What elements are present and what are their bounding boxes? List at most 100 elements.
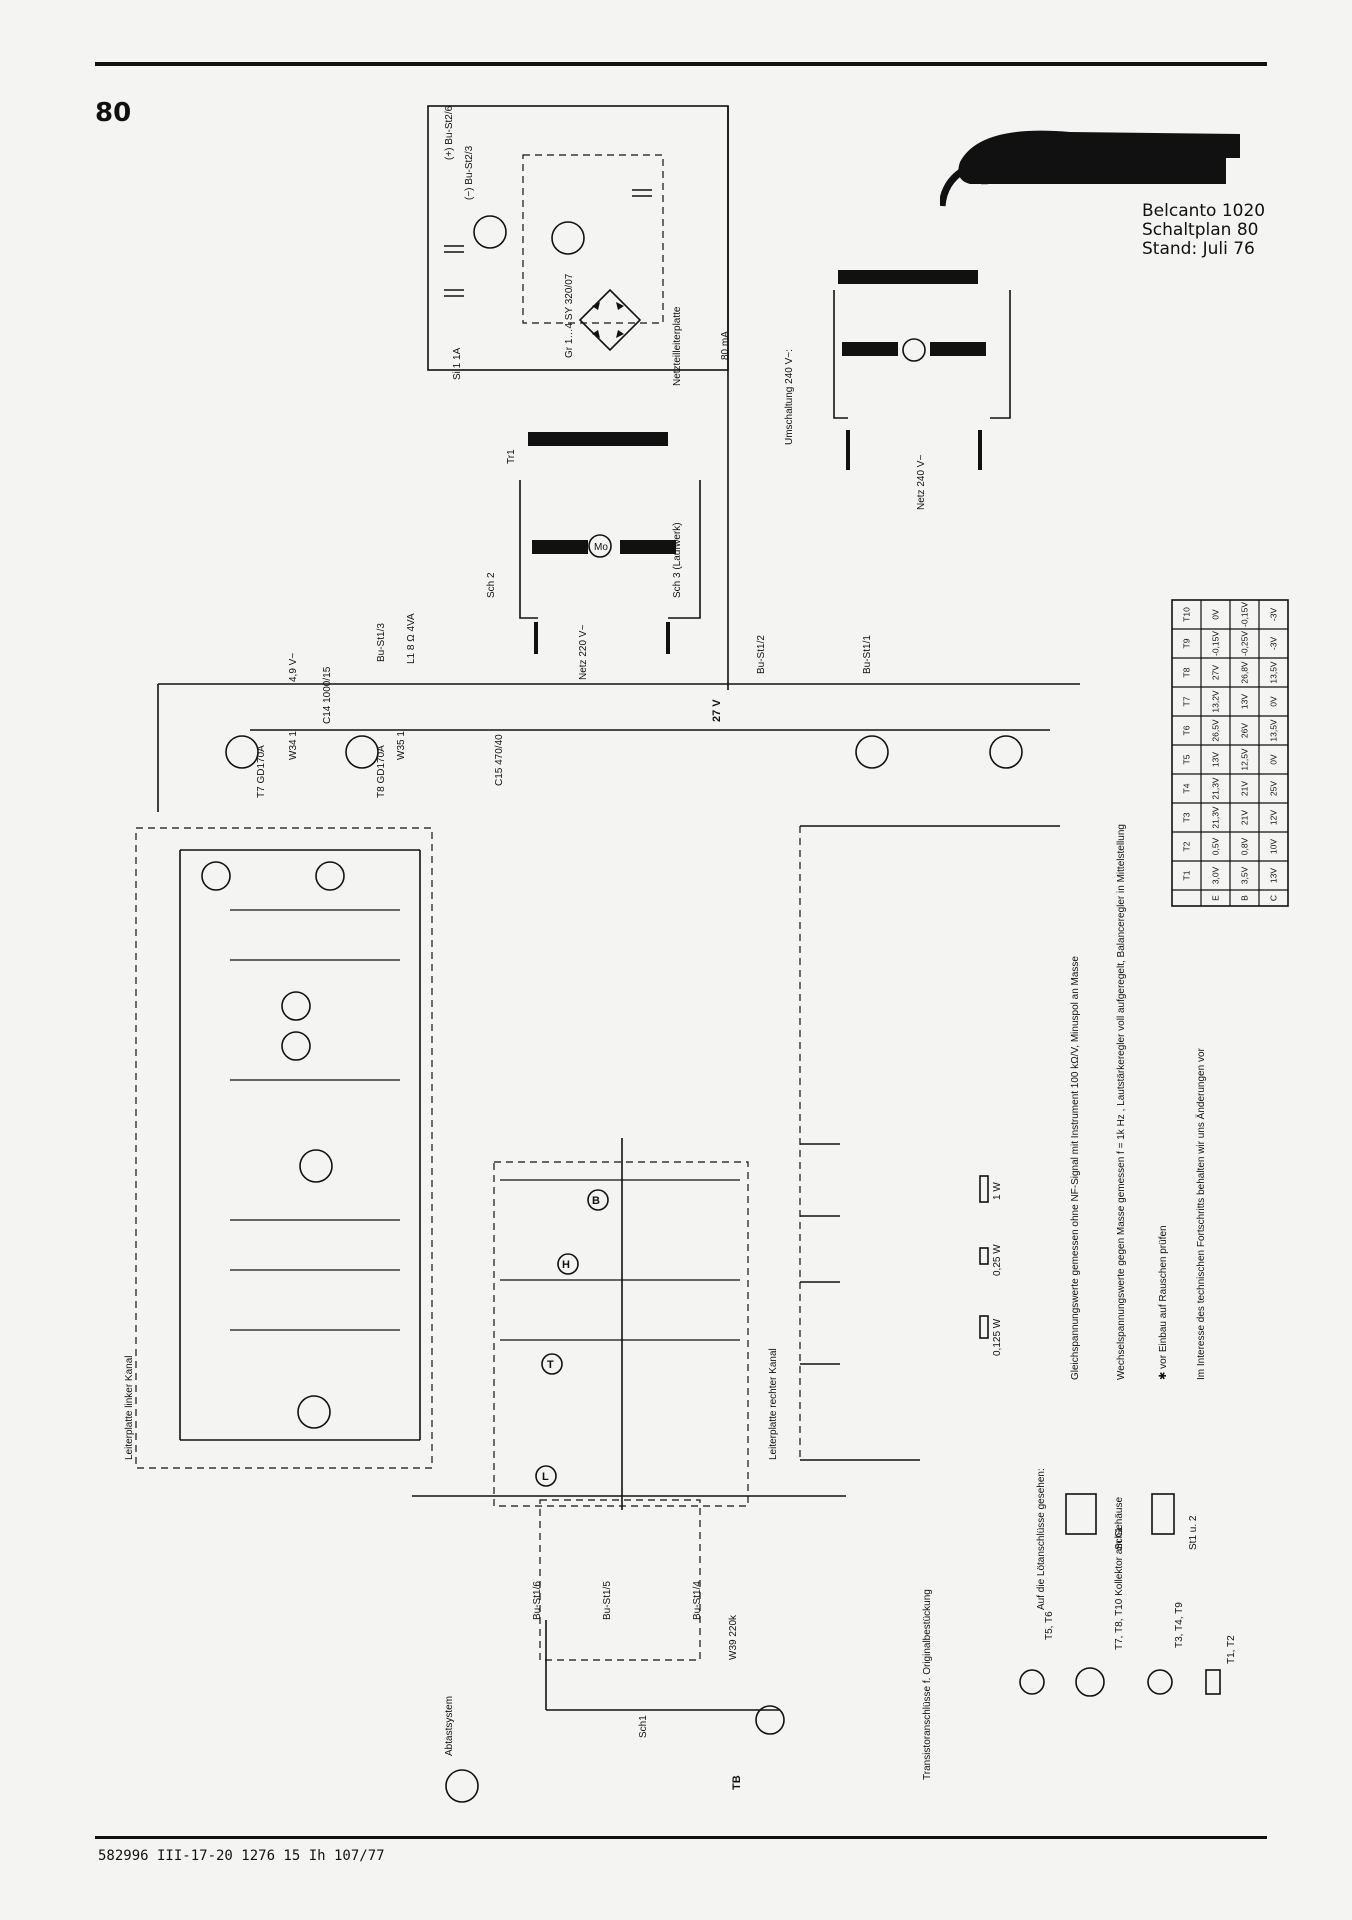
pickup-symbol xyxy=(445,1769,479,1803)
rail-27v-label: 27 V xyxy=(711,699,723,722)
table-header-t2: T2 xyxy=(1182,841,1192,851)
table-cell: 13V xyxy=(1269,868,1279,883)
supply-frame xyxy=(427,105,729,371)
table-cell: -3V xyxy=(1269,637,1279,651)
model-name: Belcanto 1020 xyxy=(1142,201,1266,221)
bu-st12-label: Bu-St1/2 xyxy=(756,635,767,674)
control-b: B xyxy=(592,1195,600,1207)
watt-1: 1 W xyxy=(992,1182,1003,1200)
pinout-t5-t6: T5, T6 xyxy=(1044,1611,1055,1640)
left-board-label: Leiterplatte linker Kanal xyxy=(124,1355,135,1460)
table-cell: 0V xyxy=(1269,754,1279,765)
bu-st13-label: Bu-St1/3 xyxy=(376,623,387,662)
table-cell: 26,5V xyxy=(1211,719,1221,742)
switch-sch1: Sch1 xyxy=(1114,1527,1125,1550)
footer-code: 582996 III-17-20 1276 15 Ih 107/77 xyxy=(98,1848,385,1864)
transformer-primary-left xyxy=(532,540,588,554)
table-cell: 25V xyxy=(1269,781,1279,796)
pinout-title: Transistoranschlüsse f. Originalbestücku… xyxy=(922,1589,933,1780)
t10-symbol xyxy=(473,215,507,249)
table-header-t5: T5 xyxy=(1182,754,1192,764)
t8-right xyxy=(855,735,889,769)
w34-label: W34 1 xyxy=(288,731,299,760)
svg-text:phonomat: phonomat xyxy=(980,139,1200,186)
pickup-label: Abtastsystem xyxy=(444,1696,455,1756)
sch2-label: Sch 2 xyxy=(486,572,497,598)
table-cell: 21,3V xyxy=(1211,777,1221,800)
pinout-t7-t8-t10: T7, T8, T10 Kollektor am Gehäuse xyxy=(1114,1497,1125,1650)
table-cell: 12V xyxy=(1269,810,1279,825)
table-cell: 26,8V xyxy=(1240,661,1250,684)
right-board-label: Leiterplatte rechter Kanal xyxy=(768,1348,779,1460)
pinout-t1-t2: T1, T2 xyxy=(1226,1635,1237,1664)
rectifier-label: Gr 1…4 SY 320/07 xyxy=(564,273,575,358)
output-section: 27 V 4,9 V~ T7 GD170A T8 GD170A C15 470/… xyxy=(157,613,1080,812)
w35-label: W35 1 xyxy=(396,731,407,760)
top-rule xyxy=(95,62,1267,66)
motor-symbol-220 xyxy=(588,534,612,558)
table-cell: 0,8V xyxy=(1240,837,1250,855)
tone-control-block: B H T L xyxy=(493,1138,749,1661)
table-cell: -0,25V xyxy=(1240,631,1250,656)
mains-220-label: Netz 220 V~ xyxy=(578,625,589,680)
c14-label: C14 1000/15 xyxy=(322,666,333,724)
table-header-t6: T6 xyxy=(1182,725,1192,735)
bu-st11-label: Bu-St1/1 xyxy=(862,635,873,674)
input-socket-4: Bu-St1/4 xyxy=(692,1581,703,1620)
sch3-label: Sch 3 (Laufwerk) xyxy=(672,522,683,598)
table-cell: 12,5V xyxy=(1240,748,1250,771)
table-cell: 21V xyxy=(1240,810,1250,825)
table-header-t8: T8 xyxy=(1182,667,1192,677)
table-cell: 3,5V xyxy=(1240,866,1250,884)
table-cell: 21,3V xyxy=(1211,806,1221,829)
table-header-t3: T3 xyxy=(1182,812,1192,822)
solder-note: Auf die Lötanschlüsse gesehen: xyxy=(1036,1468,1047,1610)
t7-right xyxy=(989,735,1023,769)
table-cell: -3V xyxy=(1269,608,1279,622)
table-cell: B xyxy=(1240,895,1250,901)
pinout-t3-t4-t9: T3, T4, T9 xyxy=(1174,1602,1185,1648)
plan-number: Schaltplan 80 xyxy=(1142,220,1259,240)
control-h: H xyxy=(562,1259,570,1271)
t7-label: T7 GD170A xyxy=(256,745,267,798)
t8-label: T8 GD170A xyxy=(376,745,387,798)
l1-label: L1 8 Ω 4VA xyxy=(406,613,417,664)
model-info: Belcanto 1020 Schaltplan 80 Stand: Juli … xyxy=(1142,202,1265,259)
transformer-primary-right xyxy=(620,540,676,554)
table-header-t10: T10 xyxy=(1182,607,1192,622)
t7-left xyxy=(225,735,259,769)
voltage-table: T1T2T3T4T5T6T7T8T9T10E3,0V0,5V21,3V21,3V… xyxy=(1171,599,1289,907)
control-l: L xyxy=(542,1471,549,1483)
sch1-label: Sch1 xyxy=(638,1715,649,1738)
tb-label: TB xyxy=(731,1775,743,1790)
table-cell: C xyxy=(1269,895,1279,901)
table-cell: -0,15V xyxy=(1211,631,1221,656)
watt-025: 0,25 W xyxy=(992,1244,1003,1276)
page-number: 80 xyxy=(95,98,132,128)
input-socket-6: Bu-St1/6 xyxy=(532,1581,543,1620)
table-cell: 13V xyxy=(1240,694,1250,709)
table-cell: E xyxy=(1211,895,1221,901)
table-cell: -0,15V xyxy=(1240,602,1250,627)
note-ac: Wechselspannungswerte gegen Masse gemess… xyxy=(1116,824,1127,1380)
table-header-t9: T9 xyxy=(1182,638,1192,648)
w39-label: W39 220k xyxy=(728,1614,739,1660)
table-cell: 0,5V xyxy=(1211,837,1221,855)
table-cell: 26V xyxy=(1240,723,1250,738)
supply-current: 80 mA xyxy=(720,331,731,360)
table-cell: 27V xyxy=(1211,665,1221,680)
ac-voltage-label: 4,9 V~ xyxy=(288,653,299,682)
table-cell: 10V xyxy=(1269,839,1279,854)
table-header-t7: T7 xyxy=(1182,696,1192,706)
minus-terminal: (−) Bu-St2/3 xyxy=(464,145,475,200)
table-cell: 13,2V xyxy=(1211,690,1221,713)
bottom-rule xyxy=(95,1836,1267,1839)
switch-legend: Auf die Lötanschlüsse gesehen: Sch1 St1 … xyxy=(1036,1468,1199,1610)
fuse-label: Si 1 1A xyxy=(452,347,463,380)
note-noise: ✱ vor Einbau auf Rauschen prüfen xyxy=(1158,1225,1169,1380)
rectifier-bridge xyxy=(578,288,642,352)
watt-0125: 0,125 W xyxy=(992,1318,1003,1356)
t8-left xyxy=(345,735,379,769)
table-cell: 0V xyxy=(1211,609,1221,620)
